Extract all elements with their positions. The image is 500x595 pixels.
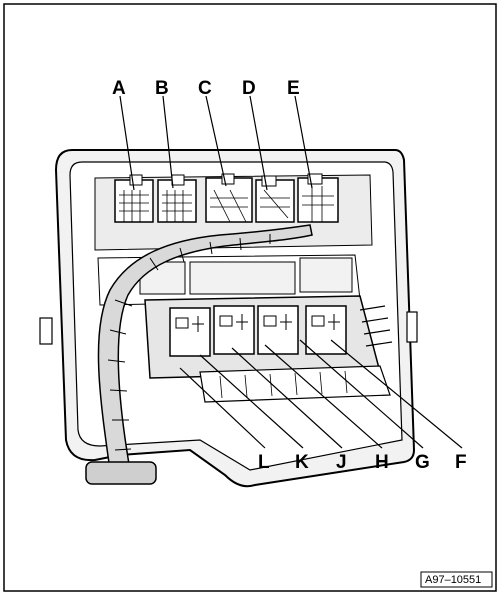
callout-l: L	[258, 452, 270, 473]
callout-j: J	[336, 452, 347, 473]
relay-symbol-icon	[219, 315, 233, 327]
relay-2	[213, 305, 255, 355]
callout-k: K	[295, 452, 309, 473]
right-clip	[406, 311, 418, 343]
connector-a	[114, 174, 154, 223]
relay-symbol-icon	[263, 315, 277, 327]
callout-f: F	[455, 452, 467, 473]
connector-d	[255, 175, 295, 223]
connector-b	[157, 174, 197, 223]
leader-lines-top	[119, 95, 313, 191]
left-clip	[39, 317, 53, 345]
leader-lines-bottom	[179, 339, 463, 449]
figure-ref: A97–10551	[425, 574, 481, 586]
callout-d: D	[242, 78, 256, 99]
callout-h: H	[375, 452, 389, 473]
relay-symbol-icon	[311, 315, 325, 327]
callout-b: B	[155, 78, 169, 99]
relay-3	[257, 305, 299, 355]
callout-e: E	[287, 78, 300, 99]
harness-grommet	[85, 461, 157, 485]
connector-e	[297, 173, 339, 223]
relay-symbol-icon	[175, 317, 189, 329]
relay-slot-3	[299, 257, 353, 293]
relay-slot-2	[189, 261, 296, 295]
wiring-harness	[97, 224, 313, 471]
figure-ref-box	[420, 571, 493, 588]
callout-a: A	[112, 78, 126, 99]
cooling-fins	[359, 305, 393, 347]
lower-fuse-strip	[199, 365, 391, 403]
callout-g: G	[415, 452, 430, 473]
relay-4	[305, 305, 347, 355]
callout-c: C	[198, 78, 212, 99]
relay-1	[169, 307, 211, 357]
connector-c	[205, 173, 253, 223]
